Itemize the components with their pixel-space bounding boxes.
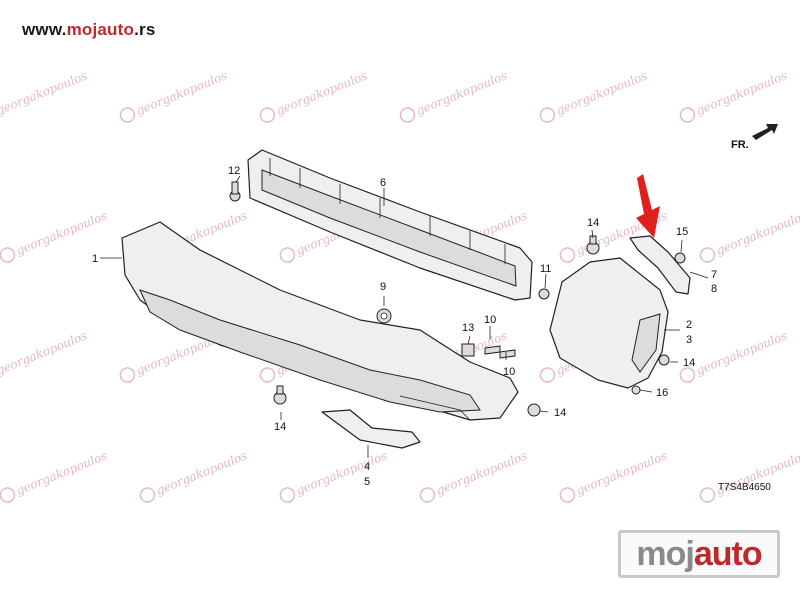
front-direction-indicator: FR. xyxy=(731,124,778,151)
part-label-14d: 14 xyxy=(274,421,286,433)
watermark-logo-icon xyxy=(279,247,296,263)
watermark-tile: georgakopoulos xyxy=(419,448,529,503)
part-label-8: 8 xyxy=(711,283,717,295)
watermark-logo-icon xyxy=(0,487,16,503)
part-2-3-side-corner xyxy=(549,257,669,389)
watermark-text: georgakopoulos xyxy=(554,68,649,117)
watermark-text: georgakopoulos xyxy=(0,68,89,117)
watermark-logo-icon xyxy=(539,367,556,383)
part-label-12: 12 xyxy=(228,165,240,177)
part-label-7: 7 xyxy=(711,269,717,281)
watermark-logo-icon xyxy=(679,367,696,383)
logo-text-part-b: auto xyxy=(693,534,763,573)
watermark-text: georgakopoulos xyxy=(154,448,249,497)
part-4-5-lower-garnish xyxy=(321,409,421,449)
part-label-1: 1 xyxy=(92,253,98,265)
logo-text: mojauto xyxy=(636,534,763,574)
watermark-logo-icon xyxy=(679,107,696,123)
part-label-2: 2 xyxy=(686,319,692,331)
part-7-8-bracket xyxy=(629,235,691,295)
watermark-text: georgakopoulos xyxy=(434,448,529,497)
fasteners xyxy=(229,181,686,417)
site-url-suffix: .rs xyxy=(134,20,156,39)
part-labels: 1 2 3 4 5 6 7 8 9 10 10 11 12 13 14 14 1… xyxy=(92,165,717,488)
part-label-11: 11 xyxy=(540,263,551,275)
watermark-logo-icon xyxy=(0,247,16,263)
watermark-tile: georgakopoulos xyxy=(699,208,800,263)
watermark-text: georgakopoulos xyxy=(414,68,509,117)
front-direction-label: FR. xyxy=(731,139,749,151)
part-label-14a: 14 xyxy=(587,217,599,229)
part-6-reinforcement-beam xyxy=(247,149,533,301)
watermark-tile: georgakopoulos xyxy=(399,68,509,123)
watermark-tile: georgakopoulos xyxy=(259,68,369,123)
watermark-tile: georgakopoulos xyxy=(0,328,89,377)
watermark-logo-icon xyxy=(259,367,276,383)
leader-lines xyxy=(100,175,709,458)
watermark-text: georgakopoulos xyxy=(694,328,789,377)
watermark-text: georgakopoulos xyxy=(14,448,109,497)
part-1-bumper-cover xyxy=(121,221,519,421)
highlight-arrow xyxy=(636,174,660,238)
logo-text-part-a: moj xyxy=(636,534,694,573)
watermark-logo-icon xyxy=(699,247,716,263)
site-url-brand: mojauto xyxy=(66,20,135,39)
part-label-14b: 14 xyxy=(683,357,695,369)
watermark-logo-icon xyxy=(119,107,136,123)
watermark-tile: georgakopoulos xyxy=(0,68,89,117)
part-label-10b: 10 xyxy=(503,366,515,378)
mojauto-logo: mojauto xyxy=(618,530,780,578)
watermark-logo-icon xyxy=(259,107,276,123)
watermark-text: georgakopoulos xyxy=(14,208,109,257)
watermark-logo-icon xyxy=(399,107,416,123)
watermark-tile: georgakopoulos xyxy=(539,68,649,123)
watermark-logo-icon xyxy=(559,487,576,503)
watermark-logo-icon xyxy=(559,247,576,263)
part-label-13: 13 xyxy=(462,322,474,334)
watermark-logo-icon xyxy=(419,487,436,503)
watermark-tile: georgakopoulos xyxy=(559,448,669,503)
watermark-logo-icon xyxy=(279,487,296,503)
part-label-6: 6 xyxy=(380,177,386,189)
part-label-3: 3 xyxy=(686,334,692,346)
watermark-logo-icon xyxy=(539,107,556,123)
watermark-tile: georgakopoulos xyxy=(699,448,800,503)
watermark-tile: georgakopoulos xyxy=(119,68,229,123)
watermark-tile: georgakopoulos xyxy=(139,448,249,503)
part-label-10a: 10 xyxy=(484,314,496,326)
part-label-5: 5 xyxy=(364,476,370,488)
watermark-logo-icon xyxy=(699,487,716,503)
watermark-logo-icon xyxy=(119,367,136,383)
watermark-text: georgakopoulos xyxy=(574,448,669,497)
site-url-prefix: www. xyxy=(22,20,67,39)
part-label-16: 16 xyxy=(656,387,668,399)
watermark-tile: georgakopoulos xyxy=(679,68,789,123)
watermark-text: georgakopoulos xyxy=(714,208,800,257)
watermark-text: georgakopoulos xyxy=(694,68,789,117)
watermark-text: georgakopoulos xyxy=(134,68,229,117)
diagram-code: T7S4B4650 xyxy=(718,482,771,493)
part-label-14c: 14 xyxy=(554,407,566,419)
watermark-logo-icon xyxy=(139,487,156,503)
watermark-text: georgakopoulos xyxy=(0,328,89,377)
watermark-text: georgakopoulos xyxy=(274,68,369,117)
watermark-tile: georgakopoulos xyxy=(279,448,389,503)
site-url[interactable]: www.mojauto.rs xyxy=(22,20,155,40)
watermark-text: georgakopoulos xyxy=(294,448,389,497)
part-label-4: 4 xyxy=(364,461,370,473)
part-label-15: 15 xyxy=(676,226,688,238)
part-label-9: 9 xyxy=(380,281,386,293)
watermark-tile: georgakopoulos xyxy=(0,448,109,503)
